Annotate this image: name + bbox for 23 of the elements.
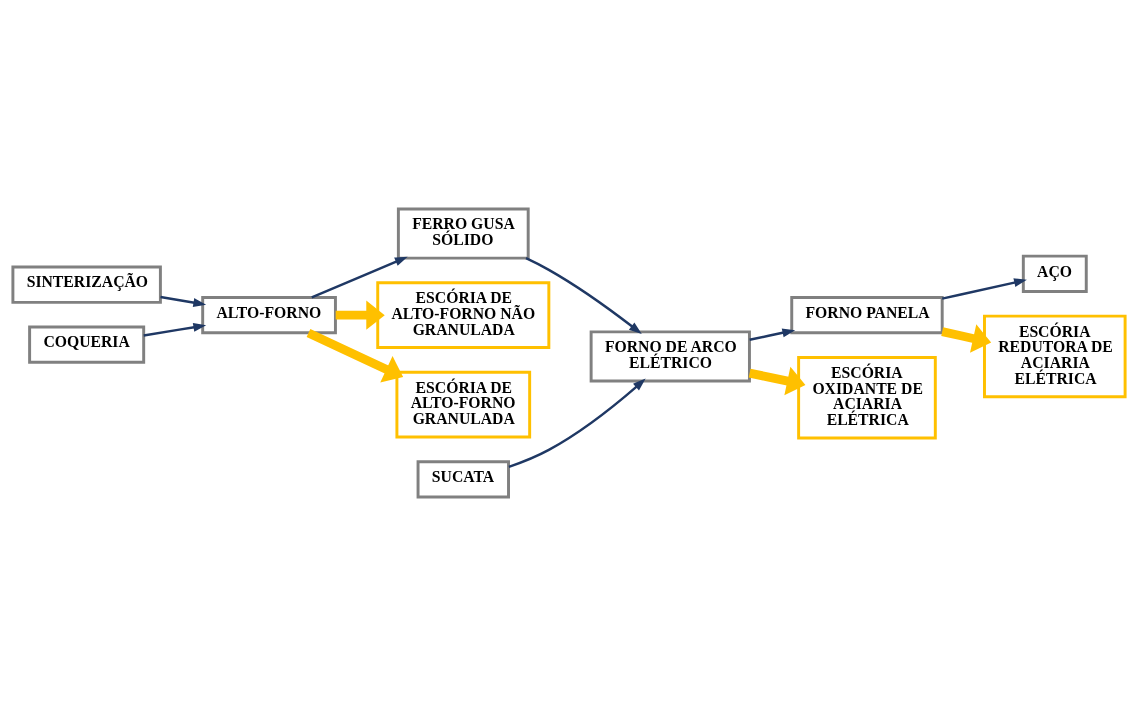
arrow xyxy=(143,322,207,337)
node-box: FERRO GUSA SÓLIDO xyxy=(396,206,530,260)
node-box: COQUERIA xyxy=(28,324,146,364)
node-box: FORNO DE ARCO ELÉTRICO xyxy=(589,329,751,382)
node-box: AÇO xyxy=(1021,254,1088,293)
arrow xyxy=(311,256,408,299)
arrow xyxy=(941,323,992,353)
arrow xyxy=(508,378,646,468)
arrow xyxy=(525,256,642,334)
arrow xyxy=(748,366,806,395)
arrow xyxy=(306,328,404,382)
node-box: SINTERIZAÇÃO xyxy=(11,264,162,304)
node-box: SUCATA xyxy=(416,459,510,499)
node-box: FORNO PANELA xyxy=(790,295,944,334)
arrow xyxy=(335,300,385,330)
node-box: ALTO-FORNO xyxy=(201,295,337,334)
arrow xyxy=(160,295,207,307)
arrow xyxy=(749,327,796,341)
node-box: ESCÓRIA OXIDANTE DE ACIARIA ELÉTRICA xyxy=(797,355,937,440)
node-box: ESCÓRIA REDUTORA DE ACIARIA ELÉTRICA xyxy=(983,314,1127,398)
arrow xyxy=(941,277,1027,300)
node-box: ESCÓRIA DE ALTO-FORNO NÃO GRANULADA xyxy=(376,280,551,349)
node-box: ESCÓRIA DE ALTO-FORNO GRANULADA xyxy=(395,370,532,439)
